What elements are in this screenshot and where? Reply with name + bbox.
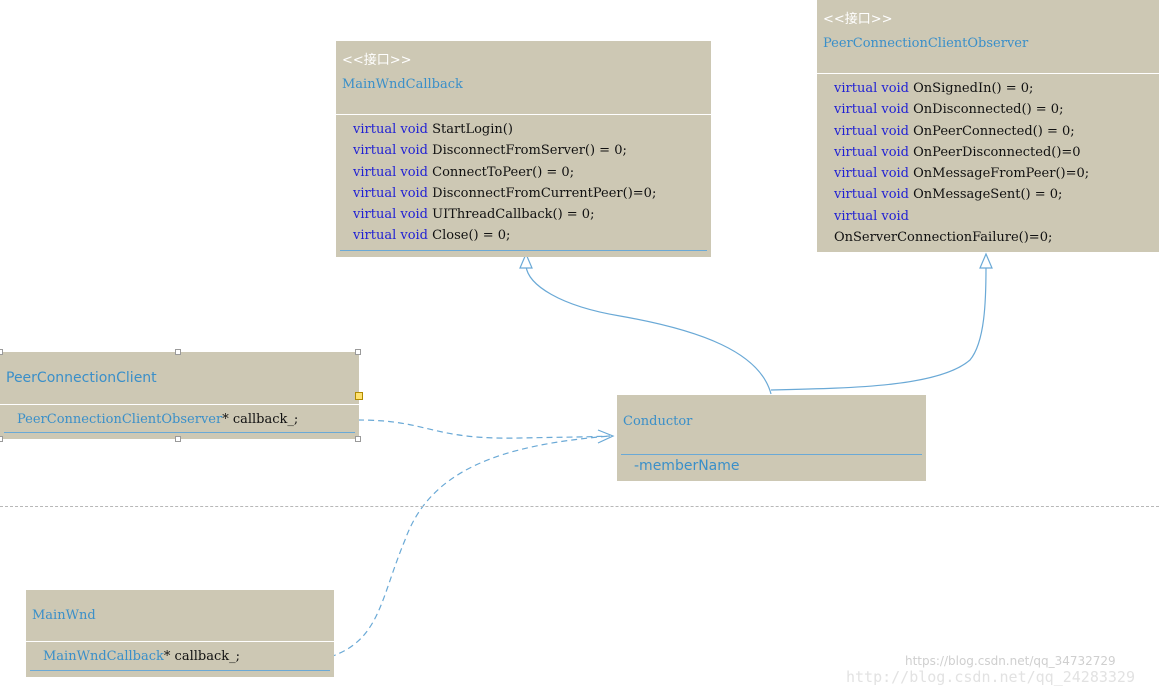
method-list: virtual void OnSignedIn() = 0; virtual v… bbox=[817, 78, 1159, 248]
class-conductor[interactable]: Conductor -memberName bbox=[617, 395, 926, 481]
dependency-pcc-conductor bbox=[357, 419, 611, 439]
realization-conductor-mainwndcallback bbox=[525, 265, 772, 395]
attribute-list: -memberName bbox=[617, 456, 926, 477]
dependency-arrowhead-conductor bbox=[597, 429, 615, 444]
watermark-url-faded: http://blog.csdn.net/qq_24283329 bbox=[846, 668, 1135, 686]
method-row: virtual void OnPeerDisconnected()=0 bbox=[834, 144, 1081, 160]
selection-handle[interactable] bbox=[0, 349, 3, 355]
class-name: MainWndCallback bbox=[342, 77, 463, 92]
watermark-url: https://blog.csdn.net/qq_34732729 bbox=[905, 654, 1116, 668]
compartment-underline bbox=[30, 670, 330, 671]
realization-arrowhead-mainwndcallback bbox=[519, 252, 533, 269]
compartment-divider bbox=[336, 114, 711, 115]
method-row: virtual void OnSignedIn() = 0; bbox=[834, 81, 1034, 96]
selection-handle[interactable] bbox=[175, 349, 181, 355]
selection-handle[interactable] bbox=[355, 436, 361, 442]
selection-handle[interactable] bbox=[355, 349, 361, 355]
dependency-mainwnd-conductor bbox=[329, 435, 611, 658]
method-row: virtual void OnMessageFromPeer()=0; bbox=[834, 166, 1090, 182]
attribute-list: MainWndCallback* callback_; bbox=[26, 646, 334, 667]
method-row: virtual void DisconnectFromCurrentPeer()… bbox=[353, 185, 657, 201]
method-row: virtual void OnPeerConnected() = 0; bbox=[834, 123, 1075, 139]
compartment-underline bbox=[340, 250, 707, 251]
class-mainwnd[interactable]: MainWnd MainWndCallback* callback_; bbox=[26, 590, 334, 677]
attribute-list: PeerConnectionClientObserver* callback_; bbox=[0, 409, 359, 430]
attribute-row: -memberName bbox=[634, 458, 740, 474]
method-row: OnServerConnectionFailure()=0; bbox=[834, 230, 1053, 246]
method-row: virtual void UIThreadCallback() = 0; bbox=[353, 207, 595, 223]
realization-conductor-observer bbox=[770, 266, 987, 391]
method-row: virtual void StartLogin() bbox=[353, 122, 513, 137]
compartment-divider bbox=[817, 73, 1159, 74]
stereotype-label: <<接口>> bbox=[823, 12, 893, 27]
stereotype-label: <<接口>> bbox=[342, 53, 412, 68]
compartment-divider bbox=[26, 641, 334, 642]
method-row: virtual void OnMessageSent() = 0; bbox=[834, 187, 1063, 203]
selection-handle[interactable] bbox=[0, 436, 3, 442]
class-name: PeerConnectionClient bbox=[6, 370, 157, 386]
attribute-row: PeerConnectionClientObserver* callback_; bbox=[17, 412, 299, 427]
method-row: virtual void Close() = 0; bbox=[353, 228, 511, 244]
selection-handle-active[interactable] bbox=[355, 392, 363, 400]
divider-line bbox=[0, 506, 1159, 507]
method-row: virtual void OnDisconnected() = 0; bbox=[834, 102, 1064, 118]
attribute-row: MainWndCallback* callback_; bbox=[43, 649, 240, 664]
method-list: virtual void StartLogin() virtual void D… bbox=[336, 119, 711, 247]
class-name: PeerConnectionClientObserver bbox=[823, 36, 1029, 51]
compartment-underline bbox=[621, 454, 922, 455]
selection-handle[interactable] bbox=[175, 436, 181, 442]
class-name: Conductor bbox=[623, 414, 693, 429]
class-peerconnectionclient[interactable]: PeerConnectionClient PeerConnectionClien… bbox=[0, 352, 359, 439]
class-name: MainWnd bbox=[32, 608, 96, 623]
method-row: virtual void bbox=[834, 208, 910, 224]
realization-arrowhead-observer bbox=[979, 252, 993, 269]
compartment-underline bbox=[4, 432, 355, 433]
method-row: virtual void DisconnectFromServer() = 0; bbox=[353, 143, 627, 159]
method-row: virtual void ConnectToPeer() = 0; bbox=[353, 164, 575, 180]
class-peerconnectionclientobserver[interactable]: <<接口>> PeerConnectionClientObserver virt… bbox=[817, 0, 1159, 252]
class-mainwndcallback[interactable]: <<接口>> MainWndCallback virtual void Star… bbox=[336, 41, 711, 257]
compartment-divider bbox=[0, 404, 359, 405]
